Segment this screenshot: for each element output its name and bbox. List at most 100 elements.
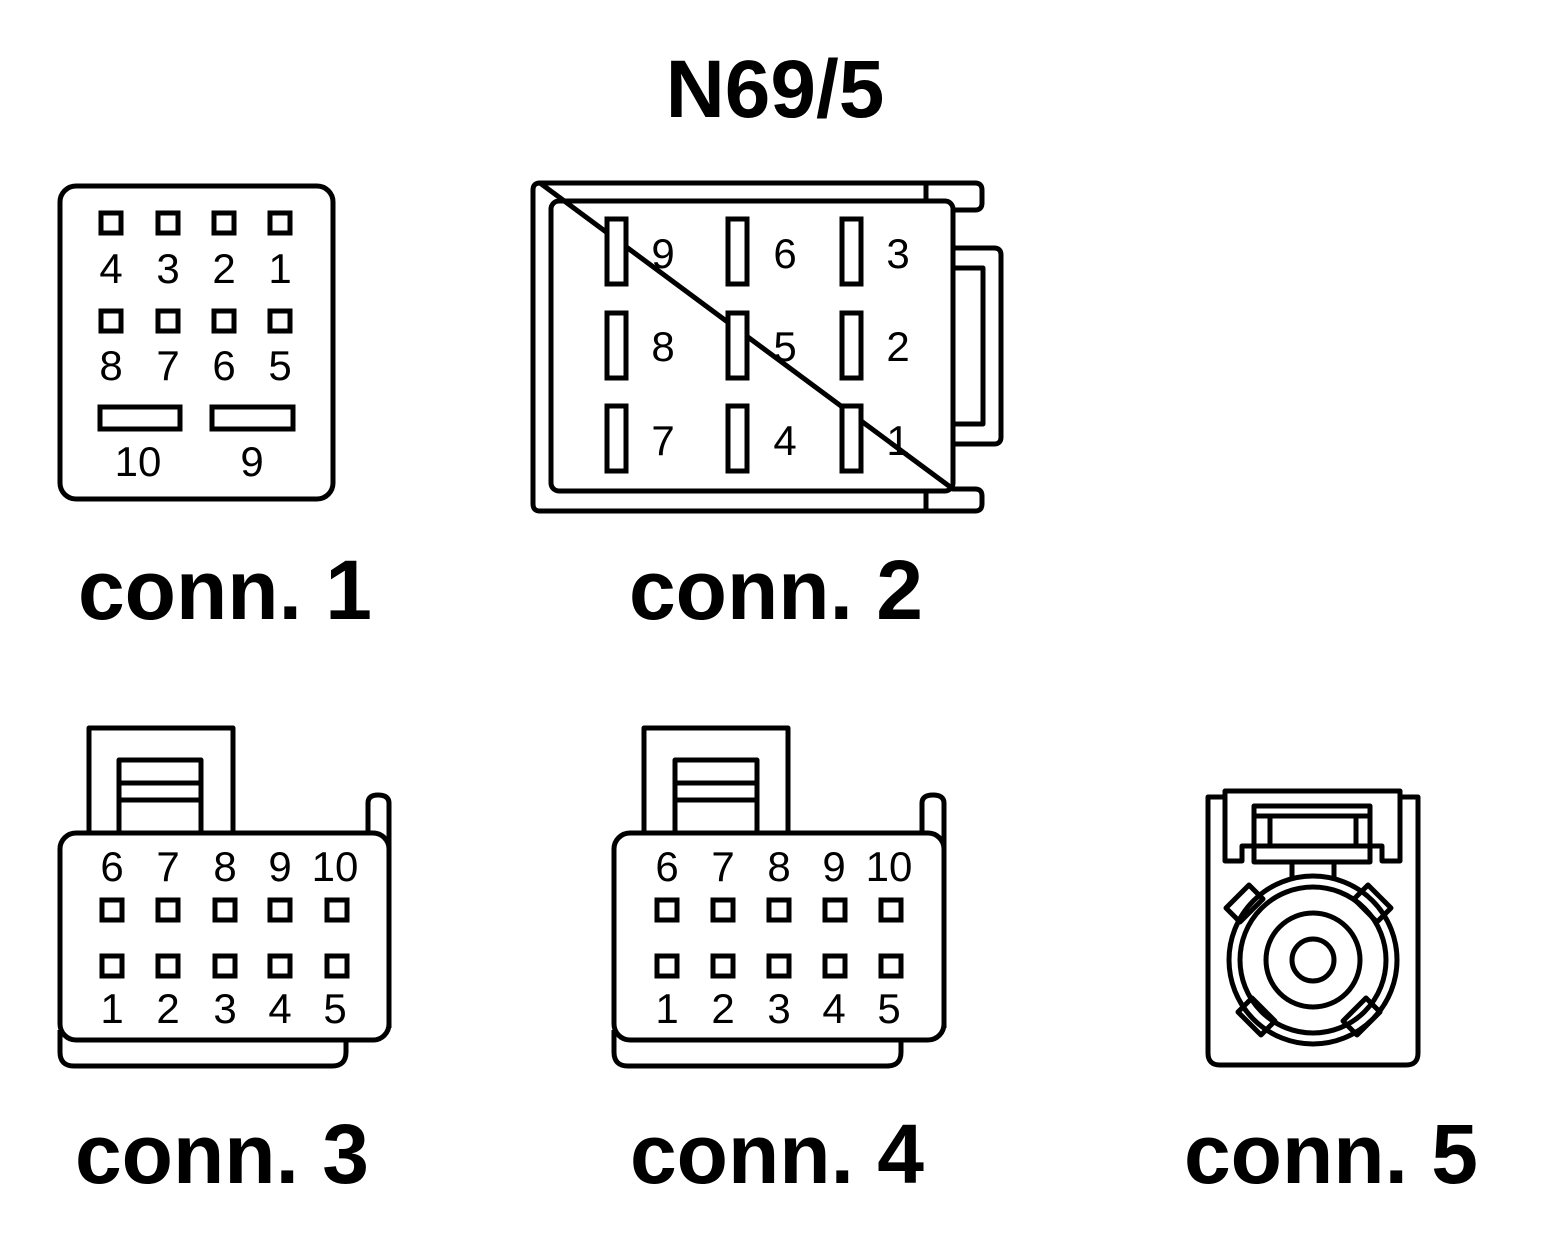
conn1-pin-label: 10: [115, 438, 162, 485]
conn3-pin-3: [212, 953, 238, 979]
connector-4: 6 7 8 9 10 1 2 3 4 5: [611, 725, 947, 1069]
conn3-pin-label: 4: [268, 985, 291, 1032]
conn3-pin-5: [324, 953, 350, 979]
conn3-pin-label: 2: [156, 985, 179, 1032]
conn1-pin-4: [98, 210, 124, 236]
conn2-pin-label: 9: [651, 230, 674, 277]
conn3-pin-2: [155, 953, 181, 979]
conn3-pin-6: [99, 897, 125, 923]
connector-5-clip-window: [1251, 803, 1373, 849]
conn1-pin-label: 2: [212, 245, 235, 292]
conn2-pin-label: 8: [651, 323, 674, 370]
conn4-pin-label: 7: [711, 843, 734, 890]
conn4-pin-5: [878, 953, 904, 979]
connector-2-side-latch: [953, 245, 1004, 447]
connector-4-label: conn. 4: [630, 1107, 924, 1201]
connector-3-lower-shell: [57, 1030, 349, 1069]
connector-3: 6 7 8 9 10 1 2 3 4 5: [57, 725, 392, 1069]
conn4-pin-3: [766, 953, 792, 979]
conn3-pin-label: 10: [312, 843, 359, 890]
conn1-pin-label: 4: [99, 245, 122, 292]
conn4-pin-label: 5: [877, 985, 900, 1032]
conn2-pin-6: [725, 216, 750, 287]
connector-5-top-clip: [1222, 797, 1403, 865]
connector-4-latch-window: [672, 757, 760, 837]
connector-5-housing: [1205, 788, 1421, 1068]
conn4-pin-9: [822, 897, 848, 923]
conn4-pin-4: [822, 953, 848, 979]
conn4-pin-label: 6: [655, 843, 678, 890]
connector-5-ring: [1237, 884, 1389, 1036]
conn2-pin-8: [604, 310, 629, 381]
conn3-pin-10: [324, 897, 350, 923]
connector-1: 4 3 2 1 8 7 6 5 10 9: [57, 183, 336, 502]
connector-2-label: conn. 2: [629, 543, 923, 637]
conn3-pin-9: [267, 897, 293, 923]
connector-3-housing: [57, 830, 392, 1043]
conn3-pin-label: 7: [156, 843, 179, 890]
connector-1-label: conn. 1: [78, 543, 372, 637]
conn4-pin-label: 2: [711, 985, 734, 1032]
conn2-pin-5: [725, 310, 750, 381]
conn3-pin-label: 1: [100, 985, 123, 1032]
conn1-pin-1: [267, 210, 293, 236]
connector-2-outer-shell: [530, 180, 985, 514]
connector-5-label: conn. 5: [1184, 1107, 1478, 1201]
conn1-pin-label: 1: [268, 245, 291, 292]
conn3-pin-8: [212, 897, 238, 923]
connector-4-lower-shell: [611, 1030, 904, 1069]
connector-5-center-pin: [1289, 936, 1337, 984]
conn3-pin-label: 9: [268, 843, 291, 890]
conn2-pin-label: 4: [773, 417, 796, 464]
conn2-pin-label: 1: [886, 417, 909, 464]
conn1-pin-5: [267, 308, 293, 334]
conn3-pin-label: 8: [213, 843, 236, 890]
connector-5-outer-ring: [1226, 873, 1400, 1047]
conn2-pin-label: 5: [773, 323, 796, 370]
conn1-pin-6: [211, 308, 237, 334]
conn4-pin-6: [654, 897, 680, 923]
conn2-pin-label: 7: [651, 417, 674, 464]
conn1-pin-label: 8: [99, 342, 122, 389]
conn4-pin-label: 3: [767, 985, 790, 1032]
conn1-pin-label: 5: [268, 342, 291, 389]
conn1-pin-2: [211, 210, 237, 236]
conn1-pin-3: [155, 210, 181, 236]
conn3-pin-1: [99, 953, 125, 979]
conn3-pin-label: 6: [100, 843, 123, 890]
connector-5-ring: [1263, 910, 1363, 1010]
conn1-pin-9: [209, 404, 296, 432]
conn1-pin-label: 6: [212, 342, 235, 389]
conn4-pin-label: 9: [822, 843, 845, 890]
connector-4-right-tab: [919, 792, 947, 1028]
conn2-pin-label: 2: [886, 323, 909, 370]
diagram-title: N69/5: [666, 44, 885, 135]
connector-1-housing: [57, 183, 336, 502]
conn3-pin-4: [267, 953, 293, 979]
connector-2-housing: [548, 198, 956, 494]
conn2-pin-4: [725, 403, 750, 474]
conn4-pin-label: 10: [866, 843, 913, 890]
conn4-pin-1: [654, 953, 680, 979]
conn3-pin-7: [155, 897, 181, 923]
conn2-pin-3: [839, 216, 864, 287]
conn2-pin-label: 3: [886, 230, 909, 277]
connector-3-right-tab: [365, 792, 392, 1028]
conn4-pin-label: 1: [655, 985, 678, 1032]
conn2-pin-label: 6: [773, 230, 796, 277]
conn2-pin-1: [839, 403, 864, 474]
conn1-pin-label: 9: [240, 438, 263, 485]
conn4-pin-8: [766, 897, 792, 923]
conn2-pin-7: [604, 403, 629, 474]
conn1-pin-7: [155, 308, 181, 334]
conn4-pin-2: [710, 953, 736, 979]
connector-4-housing: [611, 830, 947, 1043]
conn4-pin-label: 8: [767, 843, 790, 890]
connector-5: [1205, 788, 1421, 1068]
connector-3-label: conn. 3: [75, 1107, 369, 1201]
conn3-pin-label: 3: [213, 985, 236, 1032]
conn1-pin-label: 7: [156, 342, 179, 389]
conn3-pin-label: 5: [323, 985, 346, 1032]
conn4-pin-7: [710, 897, 736, 923]
